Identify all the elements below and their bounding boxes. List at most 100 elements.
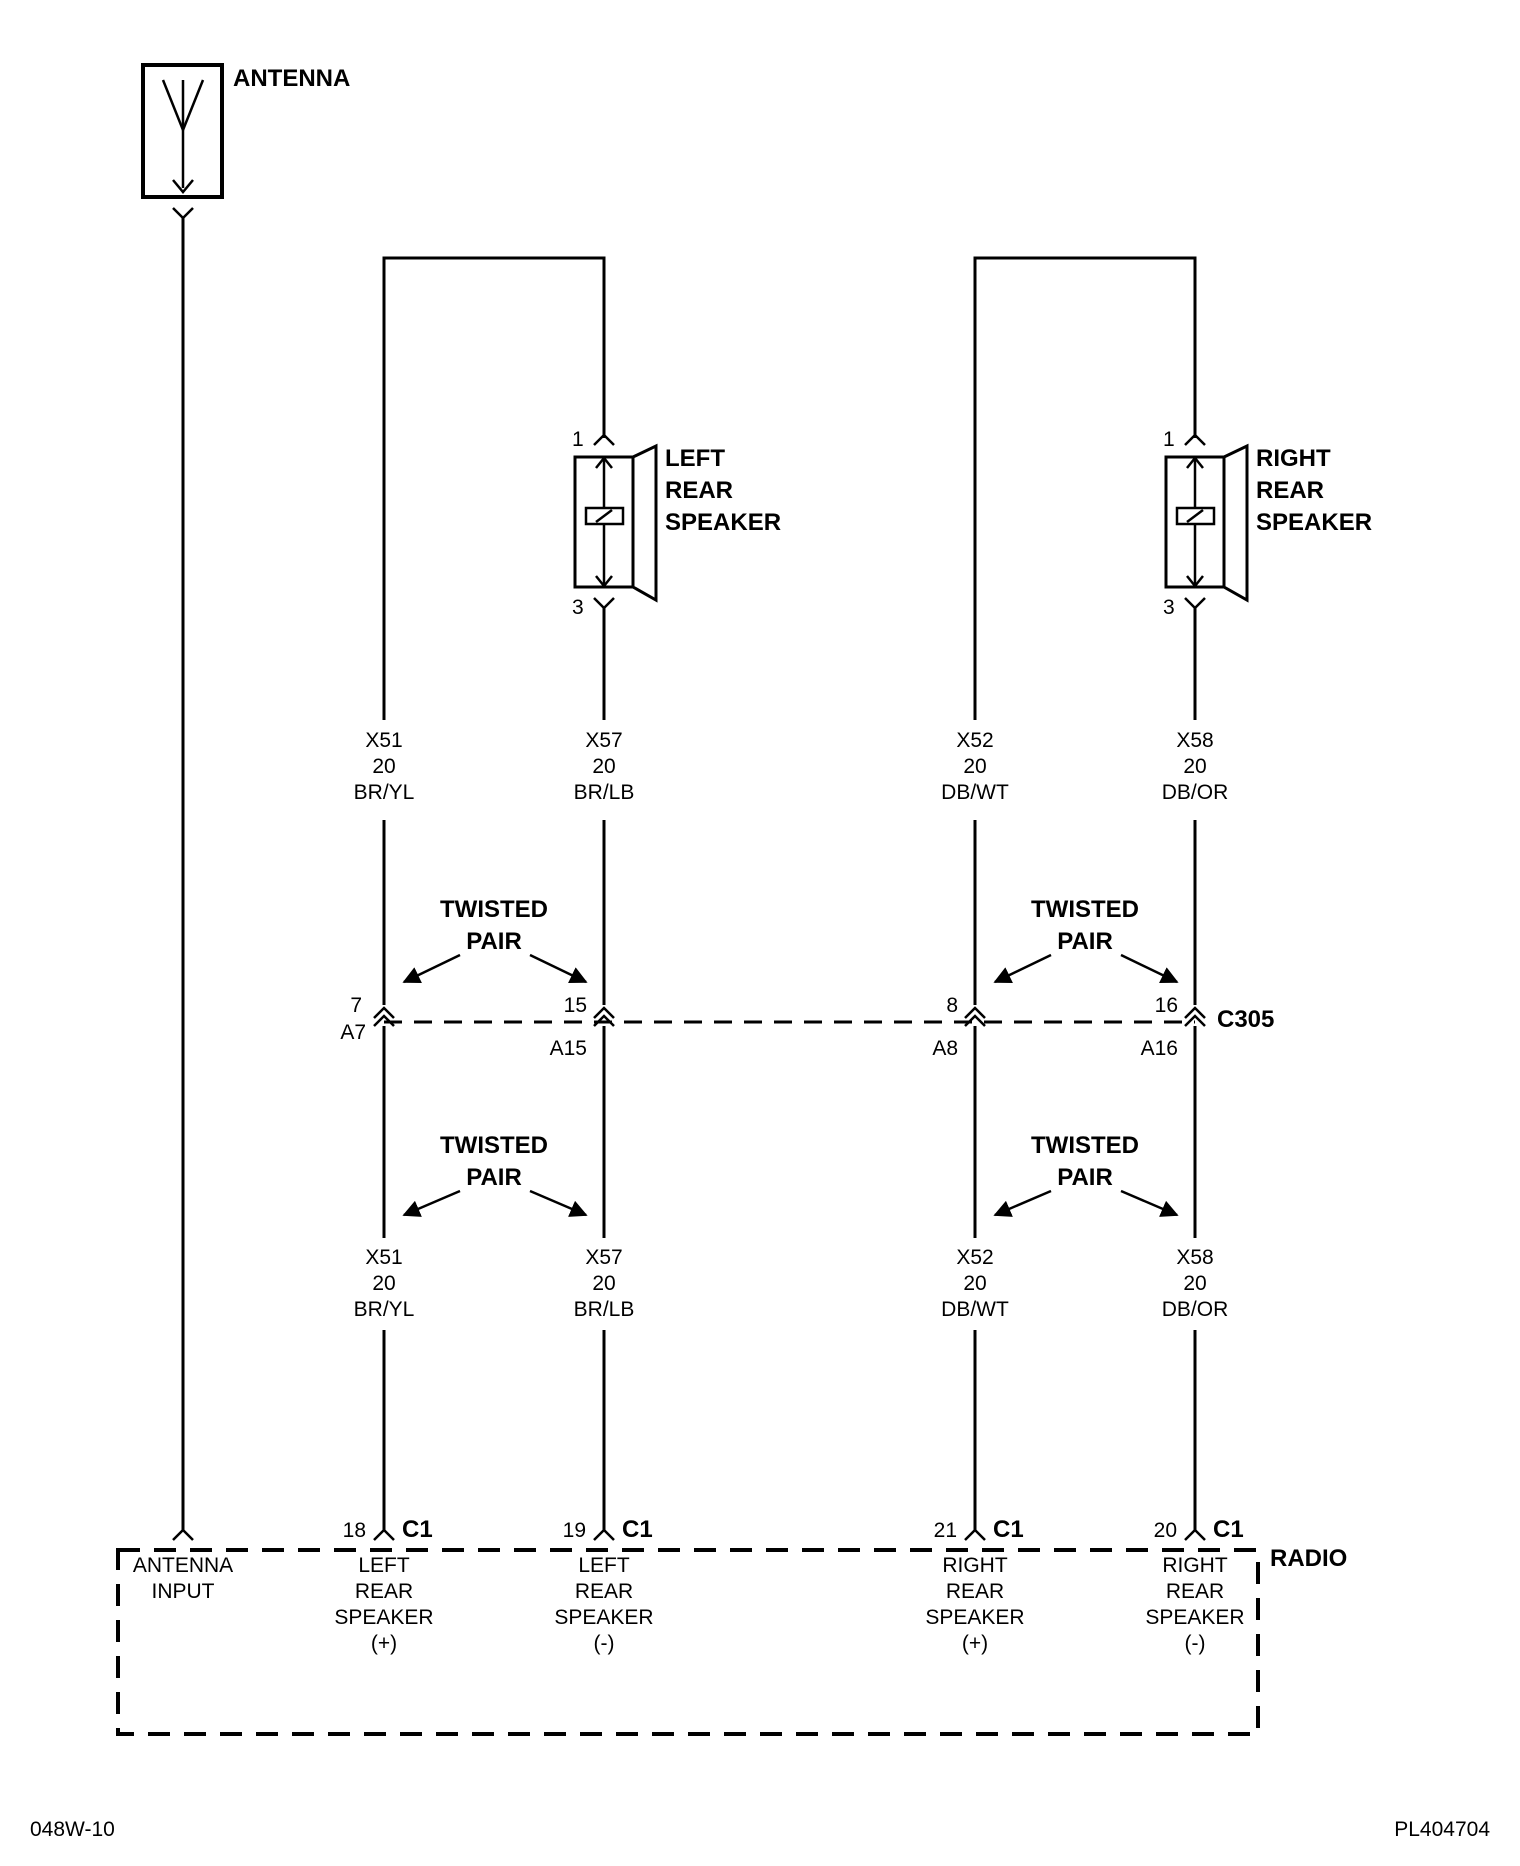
wire-label-lower-x51: X51 20 BR/YL [354, 1246, 415, 1321]
c305-pin-16: 16 [1155, 994, 1178, 1017]
arrow-icon [529, 953, 588, 984]
radio-pin-icon [373, 1528, 1206, 1541]
radio-pin-label-left-plus: LEFT REAR SPEAKER (+) [334, 1554, 433, 1655]
svg-text:20: 20 [1183, 755, 1206, 778]
twisted-pair-upper-left: TWISTED PAIR [402, 896, 588, 984]
speaker-icon [1175, 455, 1216, 589]
svg-text:REAR: REAR [1166, 1580, 1224, 1603]
svg-text:SPEAKER: SPEAKER [925, 1606, 1024, 1629]
svg-text:X52: X52 [956, 1246, 993, 1269]
twisted-pair-lower-right: TWISTED PAIR [993, 1132, 1179, 1217]
footer-drawing-number: PL404704 [1394, 1818, 1490, 1841]
svg-text:PAIR: PAIR [1057, 1164, 1113, 1191]
radio-antenna-input-label: ANTENNA INPUT [133, 1554, 233, 1603]
wire-label-upper-x51: X51 20 BR/YL [354, 729, 415, 804]
left-speaker-loop-wire [382, 256, 606, 720]
svg-text:RIGHT: RIGHT [942, 1554, 1008, 1577]
left-rear-speaker: 1 3 LEFT REAR SPEAKER [572, 428, 781, 619]
svg-text:BR/LB: BR/LB [574, 781, 635, 804]
radio-pin-label-right-plus: RIGHT REAR SPEAKER (+) [925, 1554, 1024, 1655]
svg-text:ANTENNA: ANTENNA [133, 1554, 233, 1577]
speaker-icon [584, 455, 625, 589]
wire-label-lower-x52: X52 20 DB/WT [941, 1246, 1009, 1321]
right-rear-speaker: 1 3 RIGHT REAR SPEAKER [1163, 428, 1372, 619]
svg-text:SPEAKER: SPEAKER [334, 1606, 433, 1629]
svg-text:SPEAKER: SPEAKER [554, 1606, 653, 1629]
svg-text:20: 20 [1183, 1272, 1206, 1295]
svg-text:LEFT: LEFT [578, 1554, 630, 1577]
svg-text:DB/OR: DB/OR [1162, 1298, 1229, 1321]
svg-text:(+): (+) [371, 1632, 397, 1655]
svg-text:X51: X51 [365, 1246, 402, 1269]
c305-pin-a8: A8 [932, 1037, 958, 1060]
c305-pin-a15: A15 [550, 1037, 587, 1060]
svg-text:BR/YL: BR/YL [354, 781, 415, 804]
right-speaker-pin1-connector-icon [1184, 433, 1206, 446]
svg-text:PAIR: PAIR [466, 928, 522, 955]
c305-label: C305 [1217, 1006, 1274, 1033]
svg-text:(-): (-) [594, 1632, 615, 1655]
arrow-icon [1120, 953, 1179, 984]
arrow-icon [402, 953, 461, 984]
radio-pin-21: 21 [934, 1519, 957, 1542]
svg-text:20: 20 [963, 755, 986, 778]
svg-text:(+): (+) [962, 1632, 988, 1655]
twisted-pair-lower-left: TWISTED PAIR [402, 1132, 588, 1217]
svg-text:20: 20 [372, 755, 395, 778]
svg-text:REAR: REAR [355, 1580, 413, 1603]
left-speaker-label-1: LEFT [665, 445, 725, 472]
svg-text:20: 20 [963, 1272, 986, 1295]
wire-label-upper-x58: X58 20 DB/OR [1162, 729, 1229, 804]
svg-text:20: 20 [372, 1272, 395, 1295]
right-speaker-label-3: SPEAKER [1256, 509, 1372, 536]
antenna-icon [161, 79, 205, 194]
left-speaker-label-2: REAR [665, 477, 733, 504]
radio-outline [116, 1548, 1260, 1736]
arrow-icon [529, 1189, 588, 1217]
svg-text:TWISTED: TWISTED [440, 1132, 548, 1159]
arrow-icon [1120, 1189, 1179, 1217]
svg-text:X58: X58 [1176, 729, 1213, 752]
wire-label-lower-x58: X58 20 DB/OR [1162, 1246, 1229, 1321]
svg-text:INPUT: INPUT [152, 1580, 215, 1603]
radio-pin-19: 19 [563, 1519, 586, 1542]
arrow-icon [993, 953, 1052, 984]
svg-text:X52: X52 [956, 729, 993, 752]
svg-text:X57: X57 [585, 1246, 622, 1269]
svg-text:20: 20 [592, 755, 615, 778]
wire-label-upper-x57: X57 20 BR/LB [574, 729, 635, 804]
radio-pin-18: 18 [343, 1519, 366, 1542]
antenna-input-connector-icon [172, 1528, 194, 1541]
svg-text:DB/WT: DB/WT [941, 1298, 1009, 1321]
radio-pin-label-right-minus: RIGHT REAR SPEAKER (-) [1145, 1554, 1244, 1655]
svg-text:BR/YL: BR/YL [354, 1298, 415, 1321]
svg-text:BR/LB: BR/LB [574, 1298, 635, 1321]
svg-text:(-): (-) [1185, 1632, 1206, 1655]
svg-text:X51: X51 [365, 729, 402, 752]
left-speaker-label-3: SPEAKER [665, 509, 781, 536]
c305-pin-a7: A7 [340, 1021, 366, 1044]
radio-c1-label: C1 [993, 1516, 1024, 1543]
svg-text:TWISTED: TWISTED [1031, 896, 1139, 923]
right-speaker-loop-wire [973, 256, 1197, 720]
svg-text:LEFT: LEFT [358, 1554, 410, 1577]
antenna-component: ANTENNA [141, 63, 350, 199]
svg-text:REAR: REAR [575, 1580, 633, 1603]
svg-text:SPEAKER: SPEAKER [1145, 1606, 1244, 1629]
left-speaker-pin1-connector-icon [593, 433, 615, 446]
right-speaker-pin-bottom: 3 [1163, 596, 1175, 619]
svg-text:X58: X58 [1176, 1246, 1213, 1269]
c305-pin-a16: A16 [1141, 1037, 1178, 1060]
footer-figure-code: 048W-10 [30, 1818, 115, 1841]
antenna-connector-icon [172, 207, 194, 220]
radio-c1-label: C1 [622, 1516, 653, 1543]
antenna-label: ANTENNA [233, 65, 350, 92]
svg-text:PAIR: PAIR [466, 1164, 522, 1191]
svg-text:RIGHT: RIGHT [1162, 1554, 1228, 1577]
right-speaker-label-1: RIGHT [1256, 445, 1331, 472]
wire-label-upper-x52: X52 20 DB/WT [941, 729, 1009, 804]
radio-pin-20: 20 [1154, 1519, 1177, 1542]
right-speaker-label-2: REAR [1256, 477, 1324, 504]
c305-pin-15: 15 [564, 994, 587, 1017]
